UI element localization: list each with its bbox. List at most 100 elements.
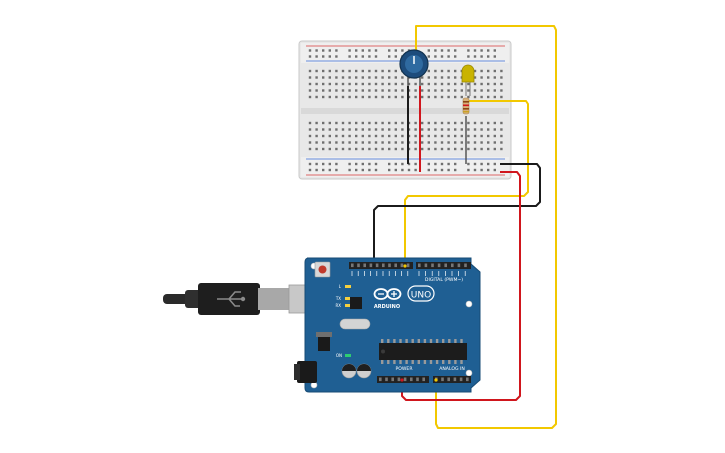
breadboard-hole [355,89,358,92]
chip-pin [417,339,420,343]
breadboard-hole [421,89,424,92]
breadboard-hole [315,168,318,172]
breadboard-hole [447,95,450,99]
breadboard-hole [341,95,345,99]
breadboard-hole [308,69,312,73]
led-tx [345,297,351,300]
breadboard-hole [388,49,391,52]
chip-pins [381,339,463,364]
breadboard-hole [355,128,358,131]
wire-pot-wiper-to-a0[interactable] [415,25,557,429]
breadboard-hole [467,141,470,144]
breadboard-hole [493,82,496,86]
breadboard-hole [427,141,430,144]
header-pin [437,263,441,268]
breadboard-hole [368,89,371,92]
breadboard-hole [335,49,338,52]
breadboard-hole [473,121,477,125]
breadboard-hole [355,168,358,172]
breadboard-hole [427,128,430,131]
breadboard-hole [368,147,371,151]
breadboard-hole [493,168,496,172]
header-pin [382,263,385,268]
breadboard-hole [447,121,450,125]
breadboard-hole [322,49,325,52]
breadboard-hole [434,162,437,166]
breadboard-hole [401,141,404,144]
breadboard-hole [355,76,358,79]
breadboard-hole [467,55,470,58]
breadboard-hole [421,128,424,131]
breadboard-hole [361,76,364,79]
breadboard-hole [355,147,358,151]
breadboard-hole [335,121,338,125]
breadboard-hole [460,147,463,151]
breadboard-hole [374,121,378,125]
breadboard-hole [328,69,331,73]
breadboard-hole [341,141,345,144]
led[interactable] [461,64,475,96]
breadboard-hole [388,121,391,125]
breadboard-hole [500,141,503,144]
breadboard-hole [447,55,450,58]
breadboard-hole [480,141,483,144]
chip-pin [448,360,451,364]
wire-gnd-rail-to-gnd[interactable] [373,163,541,262]
breadboard-hole [381,121,384,125]
chip-pin [393,339,396,343]
breadboard-hole [322,69,325,73]
breadboard-hole [348,134,351,138]
breadboard-hole [322,134,325,138]
digital-pin-labels [351,271,466,276]
wire-led-to-pin9[interactable] [404,100,529,262]
digital-header-left[interactable] [349,262,413,269]
breadboard-hole [467,168,470,172]
breadboard-hole [388,95,391,99]
breadboard[interactable] [298,40,512,180]
breadboard-hole [368,69,371,73]
breadboard-hole [401,162,404,166]
digital-header-right[interactable] [416,262,471,269]
breadboard-hole [381,95,384,99]
breadboard-hole [440,134,444,138]
chip-pin [435,339,439,343]
usb-b-cable-icon[interactable] [163,283,312,315]
breadboard-hole [322,76,325,79]
breadboard-hole [440,162,444,166]
resistor[interactable] [462,97,470,115]
header-pin [459,377,463,382]
header-pin [457,263,461,268]
header-pin [416,377,419,382]
usb-trident-dot [240,296,246,302]
breadboard-hole [335,89,338,92]
crystal-oscillator [339,318,371,330]
breadboard-hole [388,147,391,151]
breadboard-hole [473,82,477,86]
breadboard-hole [473,134,477,138]
breadboard-hole [447,128,450,131]
breadboard-hole [401,147,404,151]
breadboard-hole [374,162,378,166]
breadboard-hole [361,49,364,52]
breadboard-hole [454,89,457,92]
breadboard-hole [328,147,331,151]
wire-end-a0 [434,378,438,382]
breadboard-hole [368,49,371,52]
breadboard-hole [315,95,318,99]
breadboard-hole [447,82,450,86]
breadboard-hole [361,121,364,125]
breadboard-hole [328,128,331,131]
breadboard-hole [421,134,424,138]
breadboard-hole [315,69,318,73]
dc-barrel-jack-icon[interactable] [294,361,317,383]
wire-5v-rail-to-5v[interactable] [401,171,521,401]
breadboard-hole [440,76,444,79]
potentiometer[interactable] [399,49,429,86]
breadboard-hole [315,55,318,58]
breadboard-hole [480,121,483,125]
analog-header[interactable] [433,376,471,383]
arduino-uno-board[interactable]: DIGITAL (PWM~) L TX RX ARDUINO UNO ON [304,257,481,393]
breadboard-hole [434,168,437,172]
breadboard-hole [460,141,463,144]
breadboard-hole [361,147,364,151]
